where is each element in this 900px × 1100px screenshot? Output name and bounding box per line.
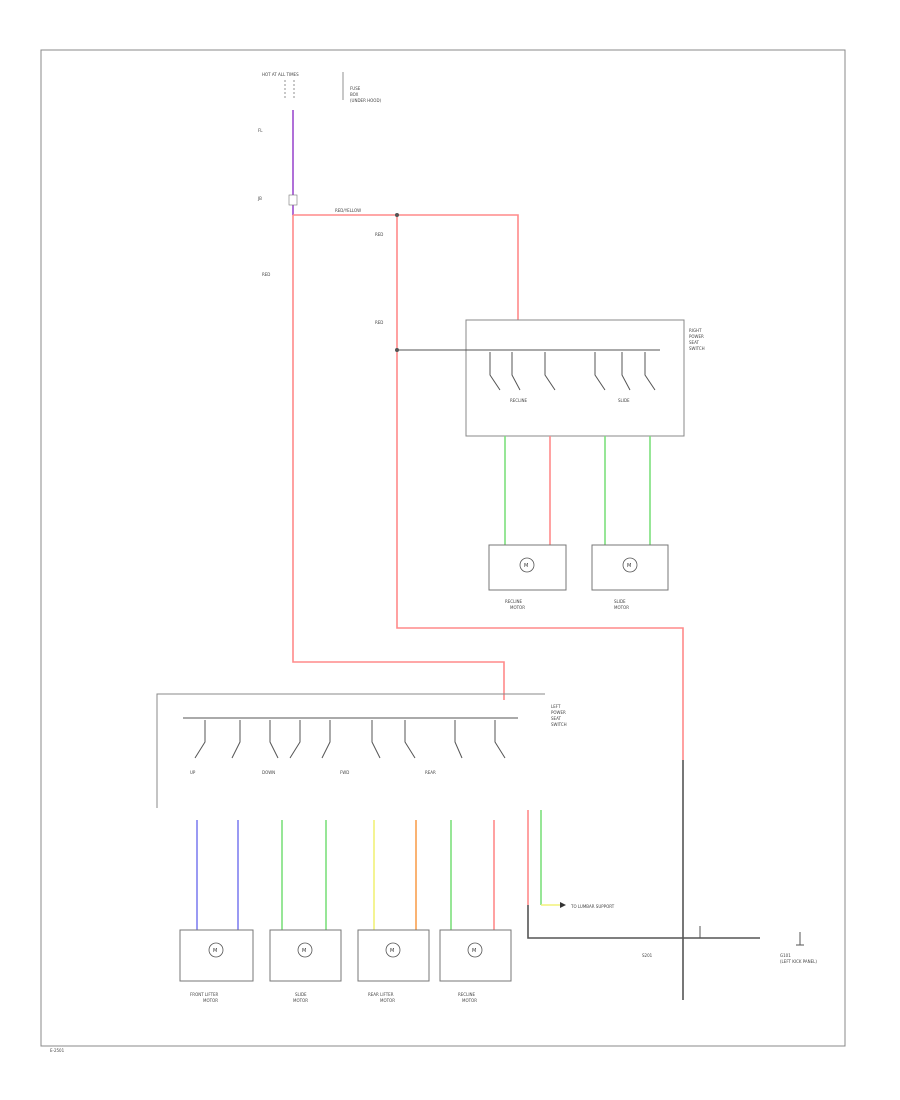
left-motor-1-name: FRONT LIFTER <box>190 992 219 997</box>
left-rear-lifter-motor: M REAR LIFTER MOTOR <box>357 929 430 1003</box>
left-motor-3-sub: MOTOR <box>380 998 395 1003</box>
wire-red-right-lower-label: RED <box>375 320 383 325</box>
fuse-box-note-3: (UNDER HOOD) <box>350 98 382 103</box>
motor-symbol: M <box>390 948 394 954</box>
motor-symbol: M <box>302 948 306 954</box>
left-front-lifter-motor: M FRONT LIFTER MOTOR <box>179 929 254 1003</box>
lumbar-note: TO LUMBAR SUPPORT <box>570 904 615 909</box>
right-motor-1-name: RECLINE <box>505 599 523 604</box>
right-power-seat-switch: RIGHT POWER SEAT SWITCH RECLINE SLIDE <box>397 319 705 437</box>
lumbar-branch <box>527 810 566 908</box>
fusible-link-label: FL <box>258 128 263 133</box>
right-switch-term-slide: SLIDE <box>618 398 630 403</box>
motor-symbol: M <box>213 948 217 954</box>
right-switch-title-4: SWITCH <box>689 346 705 351</box>
splice-dot <box>395 213 399 217</box>
left-motor-4-sub: MOTOR <box>462 998 477 1003</box>
power-source: HOT AT ALL TIMES FUSE BOX (UNDER HOOD) F… <box>257 72 382 277</box>
footer-code: E-2501 <box>50 1048 65 1053</box>
right-switch-title-3: SEAT <box>689 340 699 345</box>
red-wiring <box>292 214 684 760</box>
left-switch-title-3: SEAT <box>551 716 561 721</box>
ground-note-1: G101 <box>780 953 791 958</box>
left-motor-3-name: REAR LIFTER <box>368 992 394 997</box>
left-switch-term-up: UP <box>190 770 196 775</box>
right-switch-title-1: RIGHT <box>689 328 702 333</box>
right-slide-motor: M SLIDE MOTOR <box>591 544 669 610</box>
left-switch-term-rear: REAR <box>425 770 436 775</box>
ground-note-2: (LEFT KICK PANEL) <box>780 959 817 964</box>
wire-red-top-label: RED/YELLOW <box>335 208 361 213</box>
left-switch-title-1: LEFT <box>551 704 561 709</box>
wire-red-left-label: RED <box>262 272 270 277</box>
left-recline-motor: M RECLINE MOTOR <box>439 929 512 1003</box>
left-motor-wires <box>196 820 495 930</box>
right-motor-2-name: SLIDE <box>614 599 626 604</box>
right-motor-2-sub: MOTOR <box>614 605 629 610</box>
motor-symbol: M <box>472 948 476 954</box>
right-switch-term-recline: RECLINE <box>510 398 528 403</box>
junction-block-label: JB <box>257 196 262 201</box>
right-motor-1-sub: MOTOR <box>510 605 525 610</box>
left-switch-term-fwd: FWD <box>340 770 349 775</box>
left-motor-4-name: RECLINE <box>458 992 476 997</box>
left-power-seat-switch: LEFT POWER SEAT SWITCH UP DOWN FWD REAR <box>156 693 567 808</box>
left-motor-2-name: SLIDE <box>295 992 307 997</box>
right-switch-title-2: POWER <box>689 334 704 339</box>
left-slide-motor: M SLIDE MOTOR <box>269 929 342 1003</box>
wire-red-right-upper-label: RED <box>375 232 383 237</box>
fuse-marker <box>288 194 298 206</box>
motor-symbol: M <box>524 563 528 569</box>
left-switch-title-4: SWITCH <box>551 722 567 727</box>
splice-note: S201 <box>642 953 653 958</box>
fuse-box-note-1: FUSE <box>350 86 361 91</box>
right-recline-motor: M RECLINE MOTOR <box>488 544 567 610</box>
diagram-frame <box>40 49 846 1047</box>
left-motor-2-sub: MOTOR <box>293 998 308 1003</box>
left-switch-title-2: POWER <box>551 710 566 715</box>
ground-bus <box>527 760 804 1000</box>
fuse-box-note-2: BOX <box>350 92 359 97</box>
left-switch-term-down: DOWN <box>262 770 275 775</box>
left-motor-1-sub: MOTOR <box>203 998 218 1003</box>
hot-at-all-times-label: HOT AT ALL TIMES <box>262 72 299 77</box>
motor-symbol: M <box>627 563 631 569</box>
right-motor-wires <box>504 436 651 545</box>
